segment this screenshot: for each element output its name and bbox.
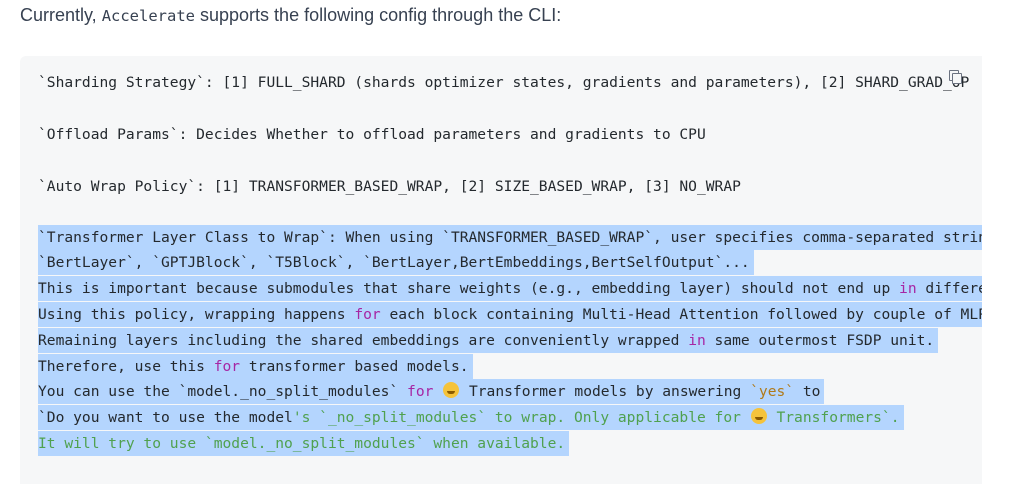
code-block[interactable]: `Sharding Strategy`: [1] FULL_SHARD (sha… xyxy=(20,56,982,484)
inline-code-accelerate: Accelerate xyxy=(101,7,196,25)
code-line-layer-examples: `BertLayer`, `GPTJBlock`, `T5Block`, `Be… xyxy=(38,250,754,275)
code-line-auto-wrap-policy: `Auto Wrap Policy`: [1] TRANSFORMER_BASE… xyxy=(38,178,741,195)
string-yes: `yes` xyxy=(750,383,795,400)
keyword-for: for xyxy=(213,358,241,375)
copy-icon[interactable] xyxy=(949,70,962,84)
code-line-offload-params: `Offload Params`: Decides Whether to off… xyxy=(38,126,706,143)
code-line-remaining: Remaining layers including the shared em… xyxy=(38,328,939,353)
hugging-face-emoji-icon xyxy=(443,382,460,398)
code-line-you-can-use: You can use the `model._no_split_modules… xyxy=(38,379,825,404)
code-line-do-you-want: `Do you want to use the model's `_no_spl… xyxy=(38,405,904,430)
keyword-for: for xyxy=(407,383,434,400)
keyword-in: in xyxy=(688,332,706,349)
keyword-for: for xyxy=(354,306,381,323)
intro-text: Currently, Accelerate supports the follo… xyxy=(20,3,561,28)
intro-after: supports the following config through th… xyxy=(195,5,562,25)
intro-before: Currently, xyxy=(20,5,102,25)
code-line-important: This is important because submodules tha… xyxy=(38,276,982,301)
code-line-policy: Using this policy, wrapping happens for … xyxy=(38,302,982,327)
code-line-therefore: Therefore, use this for transformer base… xyxy=(38,354,473,379)
code-line-it-will-try: It will try to use `model._no_split_modu… xyxy=(38,431,570,456)
code-line-layer-class: `Transformer Layer Class to Wrap`: When … xyxy=(38,225,982,250)
keyword-in: in xyxy=(899,280,917,297)
code-line-sharding-strategy: `Sharding Strategy`: [1] FULL_SHARD (sha… xyxy=(38,74,970,91)
hugging-face-emoji-icon xyxy=(750,408,767,424)
